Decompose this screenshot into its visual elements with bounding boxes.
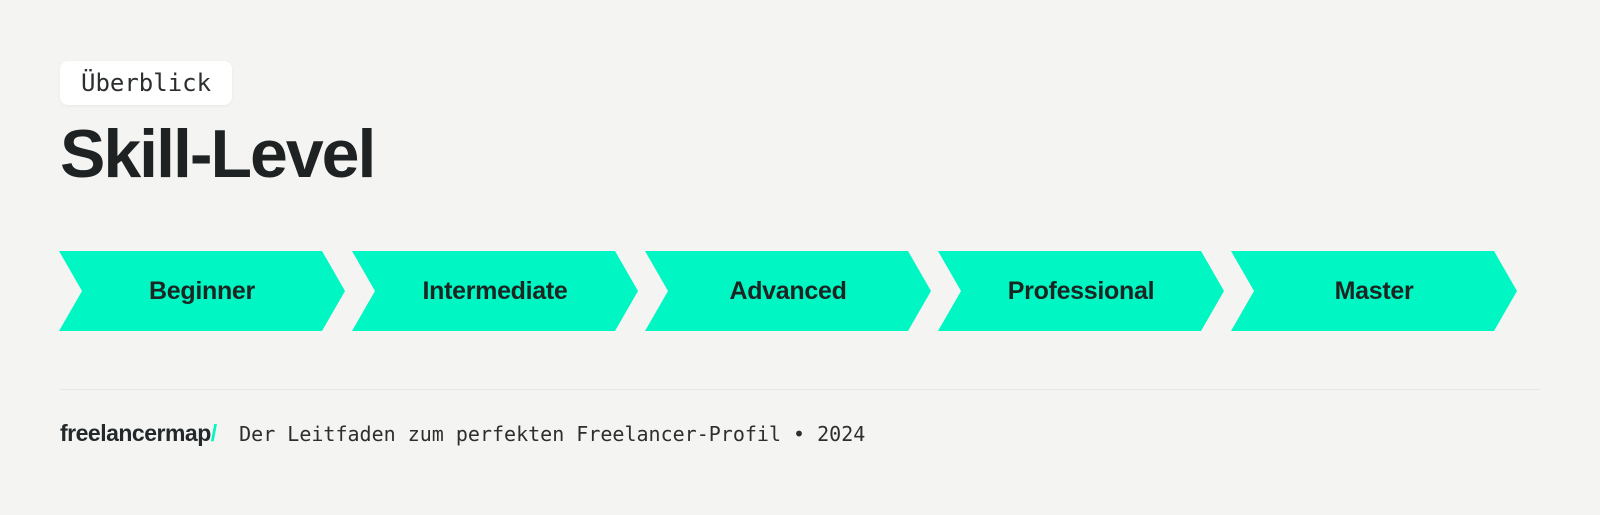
chevron-step-label: Professional bbox=[1007, 276, 1155, 305]
skill-level-chevron-row: Beginner Intermediate Advanced Professio… bbox=[59, 251, 1517, 331]
chevron-step-label: Beginner bbox=[149, 276, 255, 305]
chevron-step-beginner: Beginner bbox=[59, 251, 345, 331]
freelancermap-logo: freelancermap bbox=[60, 420, 211, 446]
footer-divider bbox=[60, 389, 1540, 390]
chevron-step-label: Advanced bbox=[729, 276, 847, 305]
chevron-step-professional: Professional bbox=[938, 251, 1224, 331]
chevron-step-label: Intermediate bbox=[422, 276, 568, 305]
chevron-step-advanced: Advanced bbox=[645, 251, 931, 331]
chevron-step-intermediate: Intermediate bbox=[352, 251, 638, 331]
footer-caption: Der Leitfaden zum perfekten Freelancer-P… bbox=[239, 421, 866, 446]
overview-badge: Überblick bbox=[60, 61, 233, 105]
page-title: Skill-Level bbox=[60, 116, 376, 192]
chevron-step-label: Master bbox=[1334, 276, 1414, 305]
freelancermap-logo-slash: / bbox=[210, 420, 218, 446]
chevron-step-master: Master bbox=[1231, 251, 1517, 331]
footer: freelancermap / Der Leitfaden zum perfek… bbox=[60, 420, 865, 447]
